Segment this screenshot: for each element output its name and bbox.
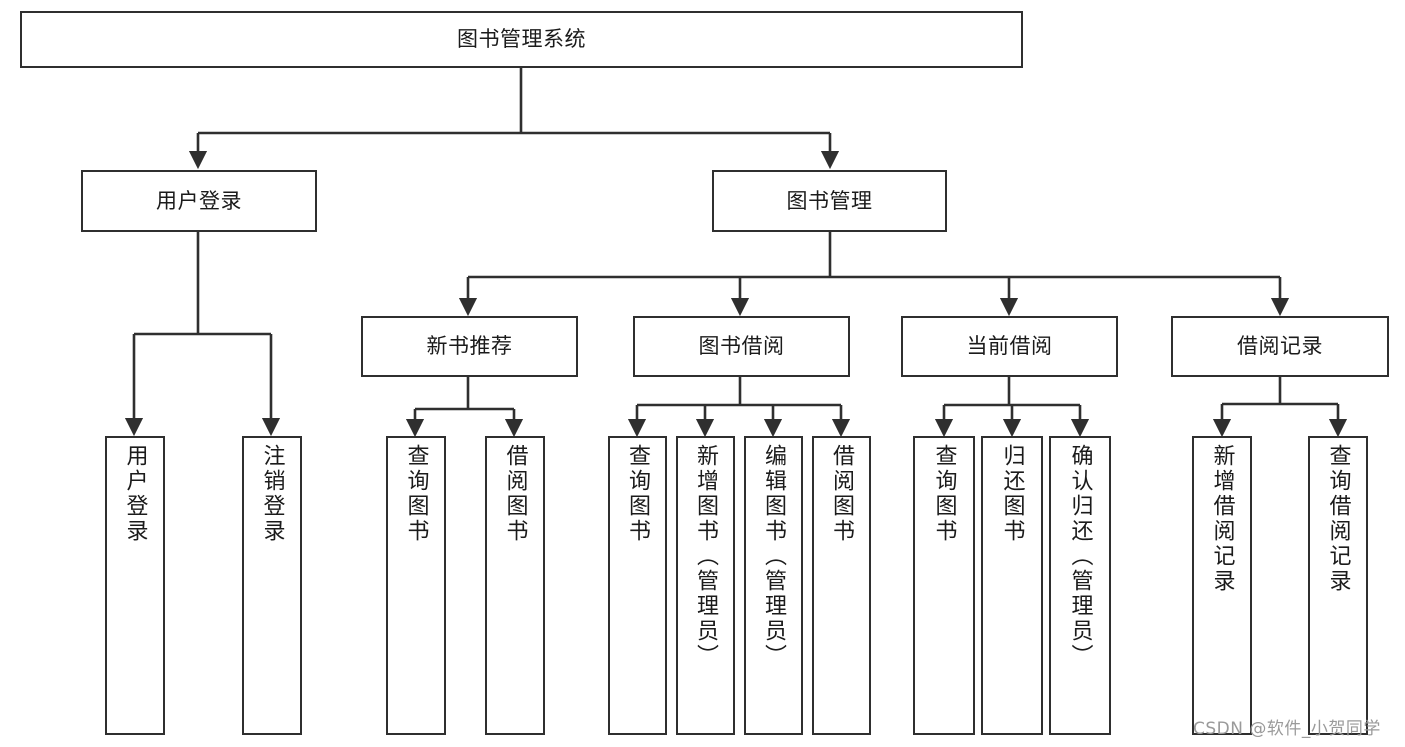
node-leaf-query-book-3[interactable]: 查询图书 — [913, 436, 975, 735]
node-new-book-rec[interactable]: 新书推荐 — [361, 316, 578, 377]
node-leaf-query-book-2[interactable]: 查询图书 — [608, 436, 667, 735]
node-leaf-add-record-label: 新增借阅记录 — [1209, 444, 1235, 594]
node-leaf-confirm-return[interactable]: 确认归还（管理员） — [1049, 436, 1111, 735]
node-book-borrow[interactable]: 图书借阅 — [633, 316, 850, 377]
node-leaf-borrow-book-2-label: 借阅图书 — [829, 444, 855, 544]
node-leaf-borrow-book-2[interactable]: 借阅图书 — [812, 436, 871, 735]
node-leaf-user-login-label: 用户登录 — [122, 444, 148, 544]
node-book-borrow-label: 图书借阅 — [698, 334, 785, 359]
node-user-login-label: 用户登录 — [156, 188, 242, 213]
node-current-borrow-label: 当前借阅 — [966, 334, 1053, 359]
node-leaf-query-book-1[interactable]: 查询图书 — [386, 436, 446, 735]
node-leaf-borrow-book-1[interactable]: 借阅图书 — [485, 436, 545, 735]
node-leaf-add-book-label: 新增图书（管理员） — [693, 444, 719, 669]
node-leaf-add-record[interactable]: 新增借阅记录 — [1192, 436, 1252, 735]
node-leaf-return-book[interactable]: 归还图书 — [981, 436, 1043, 735]
node-leaf-query-book-1-label: 查询图书 — [403, 444, 429, 544]
csdn-watermark: CSDN @软件_小贺同学 — [1193, 719, 1381, 739]
node-leaf-query-record-label: 查询借阅记录 — [1325, 444, 1351, 594]
node-current-borrow[interactable]: 当前借阅 — [901, 316, 1118, 377]
node-leaf-add-book[interactable]: 新增图书（管理员） — [676, 436, 735, 735]
node-new-book-rec-label: 新书推荐 — [426, 334, 513, 359]
node-book-manage-label: 图书管理 — [786, 188, 873, 213]
node-leaf-edit-book-label: 编辑图书（管理员） — [761, 444, 787, 669]
node-leaf-query-record[interactable]: 查询借阅记录 — [1308, 436, 1368, 735]
node-leaf-confirm-return-label: 确认归还（管理员） — [1067, 444, 1093, 669]
node-leaf-query-book-2-label: 查询图书 — [625, 444, 651, 544]
node-borrow-record[interactable]: 借阅记录 — [1171, 316, 1389, 377]
node-leaf-edit-book[interactable]: 编辑图书（管理员） — [744, 436, 803, 735]
node-borrow-record-label: 借阅记录 — [1237, 334, 1323, 359]
node-leaf-return-book-label: 归还图书 — [999, 444, 1025, 544]
node-leaf-borrow-book-1-label: 借阅图书 — [502, 444, 528, 544]
node-leaf-user-login[interactable]: 用户登录 — [105, 436, 165, 735]
node-root-label: 图书管理系统 — [457, 27, 586, 52]
node-root[interactable]: 图书管理系统 — [20, 11, 1023, 68]
node-book-manage[interactable]: 图书管理 — [712, 170, 947, 232]
node-user-login[interactable]: 用户登录 — [81, 170, 317, 232]
node-leaf-query-book-3-label: 查询图书 — [931, 444, 957, 544]
node-leaf-logout-label: 注销登录 — [259, 444, 285, 544]
node-leaf-logout[interactable]: 注销登录 — [242, 436, 302, 735]
